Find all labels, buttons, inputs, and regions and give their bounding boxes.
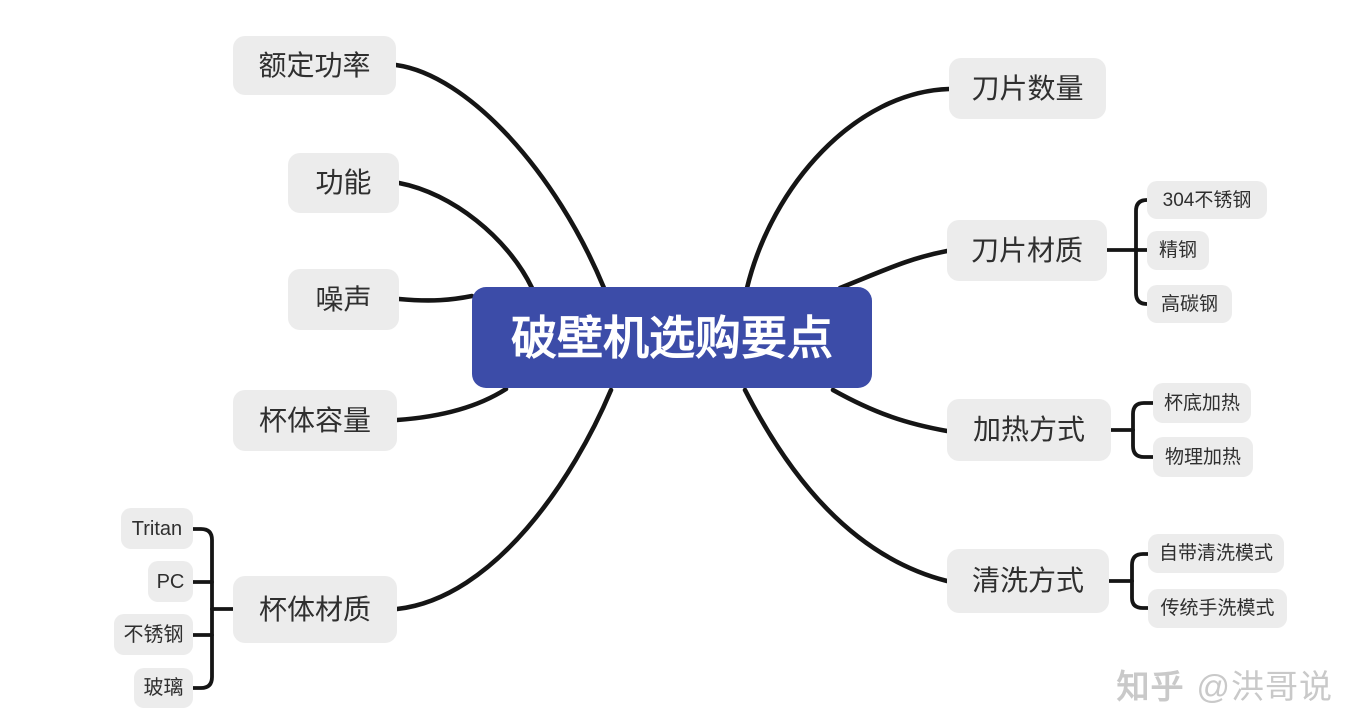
branch-curve-blade-material (837, 248, 950, 291)
bracket-blade-material-carbon (1134, 248, 1150, 306)
branch-curve-cleaning-method (742, 387, 950, 584)
branch-curve-cup-capacity (394, 386, 509, 423)
node-blade-count: 刀片数量 (949, 58, 1106, 119)
node-glass: 玻璃 (134, 668, 193, 708)
node-tritan: Tritan (121, 508, 193, 549)
central-topic-node: 破壁机选购要点 (472, 287, 872, 388)
node-cup-capacity: 杯体容量 (233, 390, 397, 451)
node-cup-bottom-heating: 杯底加热 (1153, 383, 1251, 423)
node-cup-material: 杯体材质 (233, 576, 397, 643)
watermark-author: @洪哥说 (1196, 668, 1333, 705)
node-stainless-steel: 不锈钢 (114, 614, 193, 655)
bracket-cup-material-glass (191, 607, 214, 690)
node-hand-wash-mode: 传统手洗模式 (1148, 589, 1287, 628)
branch-curve-noise (396, 293, 475, 303)
node-pc: PC (148, 561, 193, 602)
node-rated-power: 额定功率 (233, 36, 396, 95)
branch-curve-blade-count (744, 86, 952, 291)
branch-curve-heating-method (830, 387, 950, 434)
node-cleaning-method: 清洗方式 (947, 549, 1109, 613)
node-physical-heating: 物理加热 (1153, 437, 1253, 477)
branch-curve-rated-power (393, 62, 607, 291)
node-self-cleaning-mode: 自带清洗模式 (1148, 534, 1284, 573)
node-high-carbon-steel: 高碳钢 (1147, 285, 1232, 323)
watermark-brand: 知乎 (1116, 668, 1185, 705)
bracket-cup-material-tritan (191, 527, 214, 611)
node-noise: 噪声 (288, 269, 399, 330)
node-304-stainless: 304不锈钢 (1147, 181, 1267, 219)
node-blade-material: 刀片材质 (947, 220, 1107, 281)
branch-curve-functions (396, 180, 535, 291)
bracket-heating-cup-bottom (1131, 401, 1155, 432)
node-fine-steel: 精钢 (1147, 231, 1209, 270)
bracket-heating-physical (1131, 428, 1155, 459)
node-heating-method: 加热方式 (947, 399, 1111, 461)
bracket-blade-material-304 (1134, 198, 1150, 252)
watermark: 知乎 @洪哥说 (1117, 660, 1334, 708)
branch-curve-cup-material (394, 387, 614, 612)
bracket-cleaning-hand (1130, 579, 1150, 610)
node-functions: 功能 (288, 153, 399, 213)
bracket-cleaning-self (1130, 552, 1150, 583)
